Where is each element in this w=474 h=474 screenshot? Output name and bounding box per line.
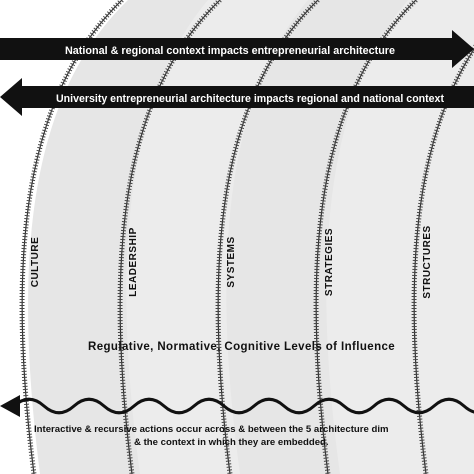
dimension-arc-hatch-structures (411, 44, 474, 474)
dimension-label-strategies: STRATEGIES (324, 228, 335, 296)
context-band-4 (326, 0, 474, 474)
dimension-arc-hatch-leadership (117, 0, 222, 474)
dimension-label-culture: CULTURE (30, 237, 41, 288)
bottom-note-line1: Interactive & recursive actions occur ac… (34, 424, 389, 435)
dimension-arc-hatch-strategies (313, 0, 418, 474)
top-arrow-label: National & regional context impacts entr… (65, 45, 395, 57)
dimension-arc-hatch-systems (215, 0, 320, 474)
influence-levels-label: Regulative, Normative, Cognitive Levels … (88, 341, 395, 353)
recursive-wave-arrowhead (0, 395, 20, 417)
dimension-label-leadership: LEADERSHIP (128, 227, 139, 296)
bottom-note-line2: & the context in which they are embedded… (134, 437, 329, 448)
architecture-to-context-arrow (0, 78, 474, 116)
recursive-wave-line (12, 397, 474, 415)
dimension-arc-hatch-culture (19, 0, 124, 474)
dimension-label-systems: SYSTEMS (226, 236, 237, 287)
second-arrow-label: University entrepreneurial architecture … (56, 93, 444, 105)
context-to-architecture-arrow (0, 30, 474, 68)
dimension-label-structures: STRUCTURES (422, 225, 433, 298)
dimension-arcs (19, 0, 474, 474)
